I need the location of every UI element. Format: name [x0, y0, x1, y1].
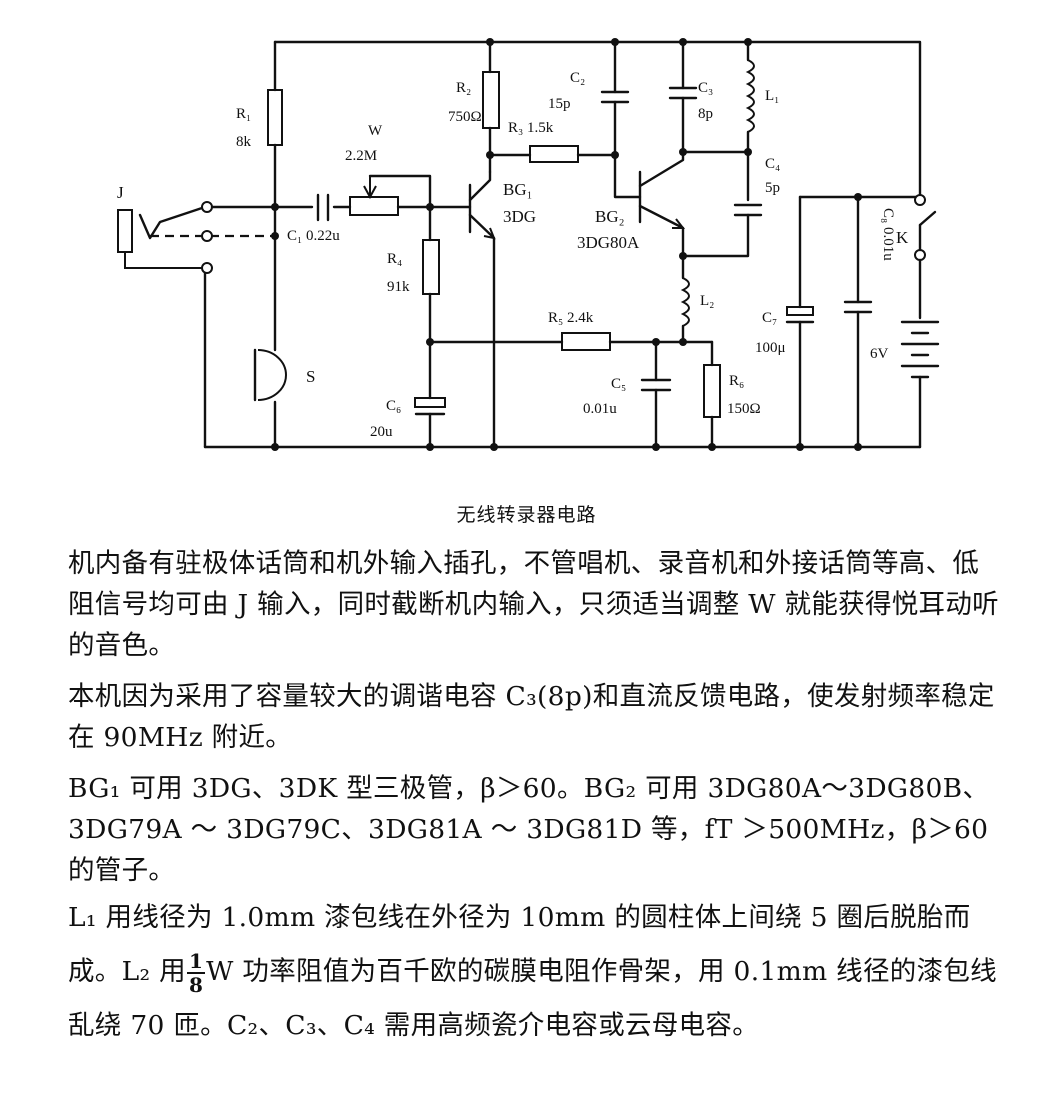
resistor-r3 [529, 145, 579, 163]
capacitor-c7 [786, 306, 814, 316]
battery-6v [900, 320, 940, 449]
label-r2-value: 750Ω [448, 109, 482, 125]
junction-dots [271, 38, 862, 451]
label-bg2: BG₂ [595, 207, 625, 226]
label-r4: R₄ [387, 251, 402, 267]
label-l2: L₂ [700, 293, 714, 309]
label-r4-value: 91k [387, 279, 410, 295]
label-c3-value: 8p [698, 106, 713, 122]
switch-k [914, 194, 937, 320]
label-c6-value: 20u [370, 424, 393, 440]
paragraph-3: BG₁ 可用 3DG、3DK 型三极管，β＞60。BG₂ 可用 3DG80A～3… [68, 773, 990, 886]
label-w-value: 2.2M [345, 148, 377, 164]
label-w: W [368, 123, 383, 139]
inductor-l1 [745, 59, 755, 133]
label-c7-value: 100μ [755, 340, 786, 356]
circuit-diagram: R₁ 8k R₂ 750Ω R₃ 1.5k W 2.2M C₁ 0.22u R₄… [117, 38, 940, 451]
inductor-l2 [680, 277, 690, 327]
label-c4: C₄ [765, 156, 780, 172]
label-bg1-type: 3DG [503, 207, 536, 226]
paragraph-4-part-1: L₁ 用线径为 1.0mm 漆包线在外径为 10mm 的圆柱体上间绕 5 圈后脱… [68, 902, 971, 987]
article-body: 机内备有驻极体话筒和机外输入插孔，不管唱机、录音机和外接话筒等高、低阻信号均可由… [68, 543, 1003, 1053]
transistor-bg2 [638, 150, 686, 258]
figure-caption: 无线转录器电路 [456, 504, 597, 526]
microphone-s [253, 348, 287, 402]
label-r3: R₃ 1.5k [508, 120, 554, 136]
label-c2: C₂ [570, 70, 585, 86]
capacitor-c6 [414, 397, 446, 408]
paragraph-2: 本机因为采用了容量较大的调谐电容 C₃(8p)和直流反馈电路，使发射频率稳定在 … [68, 681, 995, 753]
resistor-r1 [267, 89, 283, 146]
fraction-numerator: 1 [186, 949, 206, 974]
label-c4-value: 5p [765, 180, 780, 196]
resistor-r6 [703, 364, 721, 418]
label-c6: C₆ [386, 398, 401, 414]
input-jack-j [117, 201, 275, 449]
label-r2: R₂ [456, 80, 471, 96]
label-k: K [896, 228, 909, 247]
label-c8: C₈ 0.01u [880, 208, 896, 261]
label-c7: C₇ [762, 310, 777, 326]
label-r6-value: 150Ω [727, 401, 761, 417]
fraction-denominator: 8 [188, 973, 204, 997]
label-j: J [117, 183, 124, 202]
resistor-r4 [422, 239, 440, 295]
label-r5: R₅ 2.4k [548, 310, 594, 326]
resistor-r5 [561, 332, 611, 351]
label-r6: R₆ [729, 373, 744, 389]
label-c5: C₅ [611, 376, 626, 392]
label-c5-value: 0.01u [583, 401, 617, 417]
potentiometer-w [349, 196, 399, 216]
paragraph-1: 机内备有驻极体话筒和机外输入插孔，不管唱机、录音机和外接话筒等高、低阻信号均可由… [68, 548, 999, 661]
label-bg2-type: 3DG80A [577, 233, 640, 252]
label-l1: L₁ [765, 88, 779, 104]
label-c3: C₃ [698, 80, 713, 96]
paragraph-4: L₁ 用线径为 1.0mm 漆包线在外径为 10mm 的圆柱体上间绕 5 圈后脱… [68, 891, 1003, 1053]
label-s: S [306, 367, 315, 386]
label-c2-value: 15p [548, 96, 571, 112]
label-battery: 6V [870, 346, 889, 362]
resistor-r2 [482, 71, 500, 129]
paragraph-4-part-2: W 功率阻值为百千欧的碳膜电阻作骨架，用 0.1mm 线径的漆包线乱绕 70 匝… [68, 956, 997, 1041]
label-r1: R₁ [236, 106, 251, 122]
label-r1-value: 8k [236, 134, 252, 150]
label-bg1: BG₁ [503, 180, 533, 199]
transistor-bg1 [468, 170, 496, 449]
label-c1: C₁ 0.22u [287, 228, 340, 244]
